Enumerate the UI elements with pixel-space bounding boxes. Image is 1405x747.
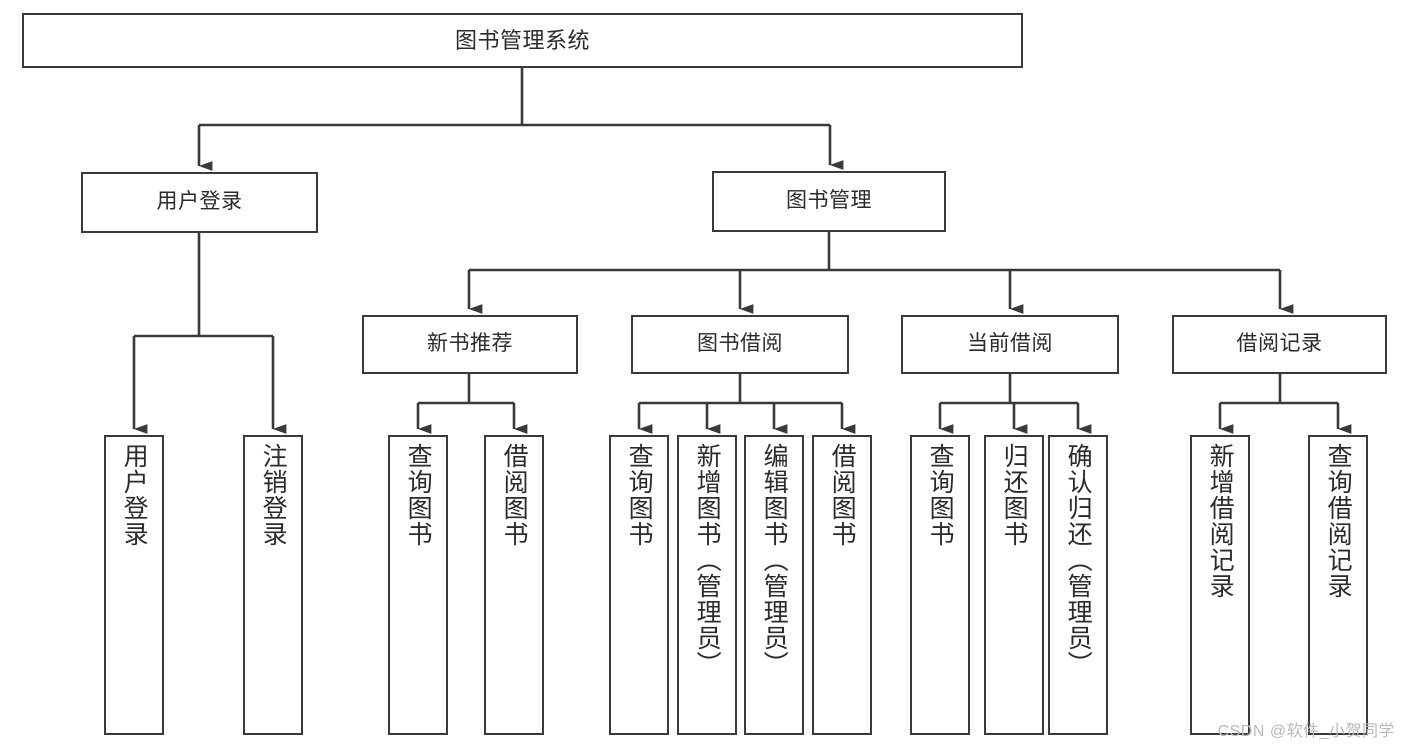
node-label: 确认归还（管理员）: [1064, 443, 1093, 677]
node-label: 注销登录: [259, 443, 288, 547]
leaf-query-book-1[interactable]: 查询图书: [388, 435, 448, 735]
node-user-login[interactable]: 用户登录: [81, 172, 318, 233]
leaf-query-book-3[interactable]: 查询图书: [910, 435, 970, 735]
node-label: 用户登录: [156, 190, 243, 214]
node-label: 图书借阅: [697, 332, 783, 356]
node-label: 编辑图书（管理员）: [760, 443, 789, 677]
leaf-user-logout[interactable]: 注销登录: [243, 435, 303, 735]
node-label: 新增借阅记录: [1206, 443, 1235, 599]
node-label: 借阅图书: [500, 443, 529, 547]
node-label: 用户登录: [120, 443, 149, 547]
node-label: 图书管理: [786, 189, 872, 213]
leaf-query-record[interactable]: 查询借阅记录: [1308, 435, 1368, 735]
node-label: 查询图书: [404, 443, 433, 547]
node-label: 查询借阅记录: [1324, 443, 1353, 599]
node-label: 查询图书: [625, 443, 654, 547]
node-root-system[interactable]: 图书管理系统: [22, 13, 1023, 68]
leaf-confirm-return[interactable]: 确认归还（管理员）: [1048, 435, 1108, 735]
leaf-borrow-book-1[interactable]: 借阅图书: [484, 435, 544, 735]
node-label: 查询图书: [926, 443, 955, 547]
node-label: 归还图书: [1000, 443, 1029, 547]
leaf-edit-book[interactable]: 编辑图书（管理员）: [744, 435, 804, 735]
leaf-user-login[interactable]: 用户登录: [104, 435, 164, 735]
node-label: 借阅记录: [1236, 332, 1323, 356]
leaf-borrow-book-2[interactable]: 借阅图书: [812, 435, 872, 735]
node-label: 借阅图书: [828, 443, 857, 547]
node-new-book-recommend[interactable]: 新书推荐: [362, 315, 578, 374]
node-borrow-record[interactable]: 借阅记录: [1172, 315, 1387, 374]
node-current-borrow[interactable]: 当前借阅: [901, 315, 1119, 374]
node-book-borrow[interactable]: 图书借阅: [631, 315, 849, 374]
node-label: 新书推荐: [427, 332, 513, 356]
node-book-manage[interactable]: 图书管理: [712, 171, 946, 232]
node-label: 新增图书（管理员）: [693, 443, 722, 677]
leaf-query-book-2[interactable]: 查询图书: [609, 435, 669, 735]
leaf-return-book[interactable]: 归还图书: [984, 435, 1044, 735]
node-label: 图书管理系统: [454, 27, 590, 53]
leaf-add-book[interactable]: 新增图书（管理员）: [677, 435, 737, 735]
node-label: 当前借阅: [967, 332, 1053, 356]
leaf-add-record[interactable]: 新增借阅记录: [1190, 435, 1250, 735]
